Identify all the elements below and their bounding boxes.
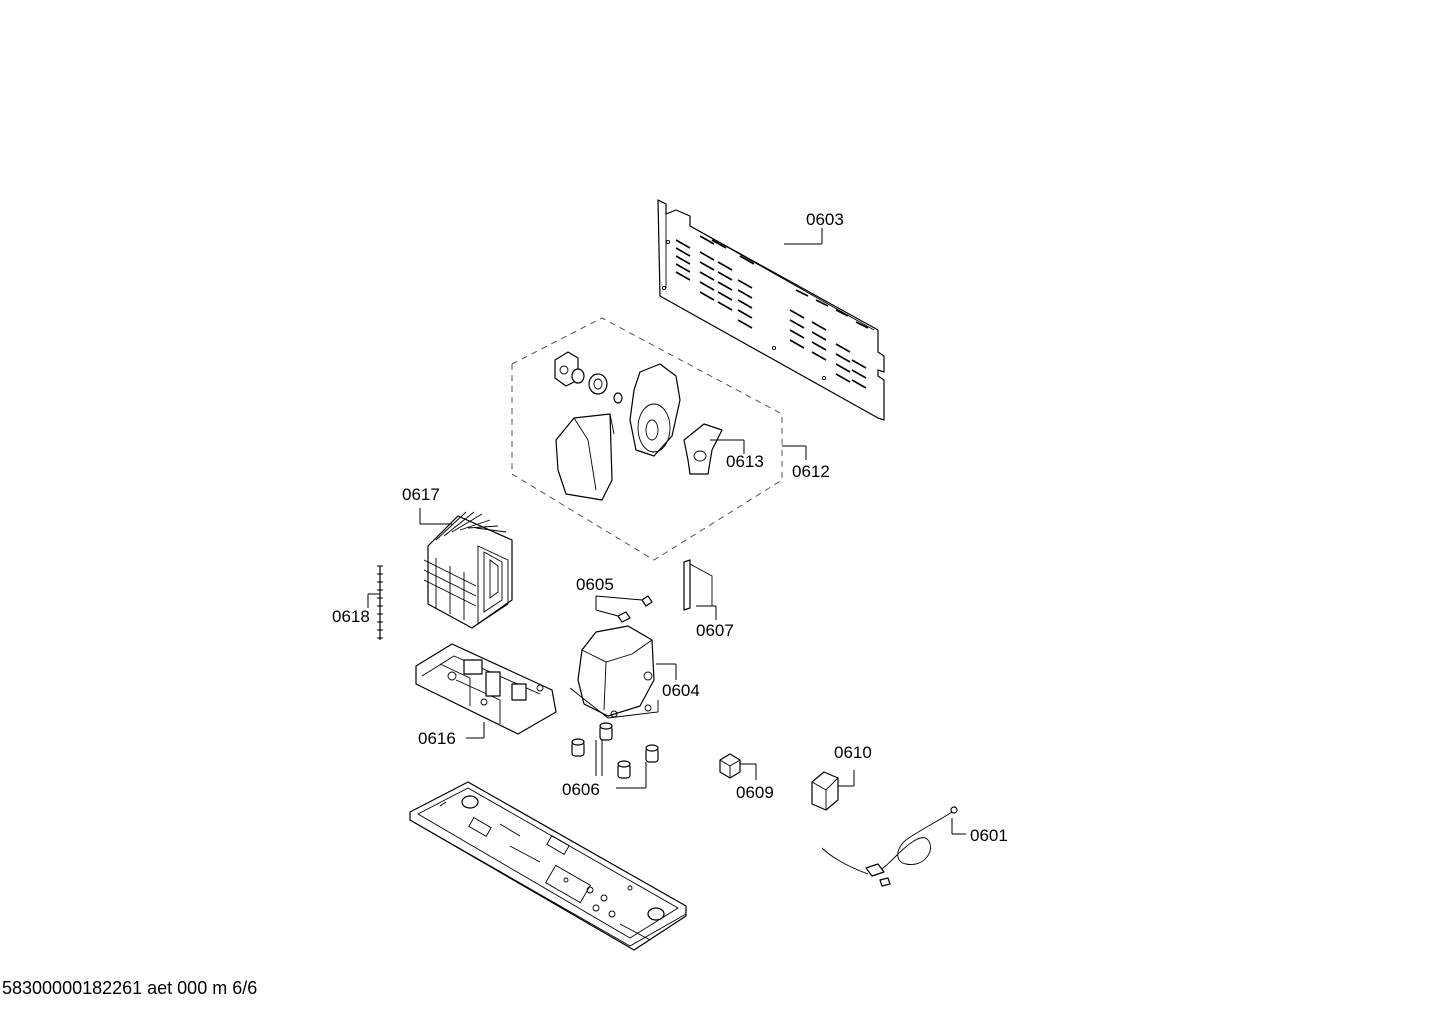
label-0604: 0604 xyxy=(662,681,700,700)
part-0616-compressor-tray[interactable]: 0616 xyxy=(415,643,557,748)
part-0607-bracket[interactable]: 0607 xyxy=(683,559,734,640)
part-0606-grommets[interactable]: 0606 xyxy=(562,722,659,799)
label-0607: 0607 xyxy=(696,621,734,640)
label-0613: 0613 xyxy=(726,452,764,471)
part-0601-cable[interactable]: 0601 xyxy=(821,806,1008,887)
part-0617-condenser[interactable]: 0617 xyxy=(402,485,513,629)
label-0603: 0603 xyxy=(806,210,844,229)
part-0603-rear-panel[interactable]: 0603 xyxy=(657,199,885,421)
label-0618: 0618 xyxy=(332,607,370,626)
bottom-base-plate xyxy=(409,781,687,951)
part-0605-clip[interactable]: 0605 xyxy=(576,575,653,623)
label-0616: 0616 xyxy=(418,729,456,748)
label-0612: 0612 xyxy=(792,462,830,481)
part-0610-relay[interactable]: 0610 xyxy=(811,743,872,811)
label-0609: 0609 xyxy=(736,783,774,802)
label-0617: 0617 xyxy=(402,485,440,504)
label-0606: 0606 xyxy=(562,780,600,799)
part-0612-fan-assembly[interactable]: 0613 0612 xyxy=(511,317,830,561)
part-0618-tube[interactable]: 0618 xyxy=(332,565,383,640)
label-0601: 0601 xyxy=(970,826,1008,845)
label-0610: 0610 xyxy=(834,743,872,762)
part-0604-compressor[interactable]: 0604 xyxy=(569,625,700,719)
footer-document-id: 58300000182261 aet 000 m 6/6 xyxy=(2,978,258,998)
part-0609-block[interactable]: 0609 xyxy=(719,753,774,802)
label-0605: 0605 xyxy=(576,575,614,594)
